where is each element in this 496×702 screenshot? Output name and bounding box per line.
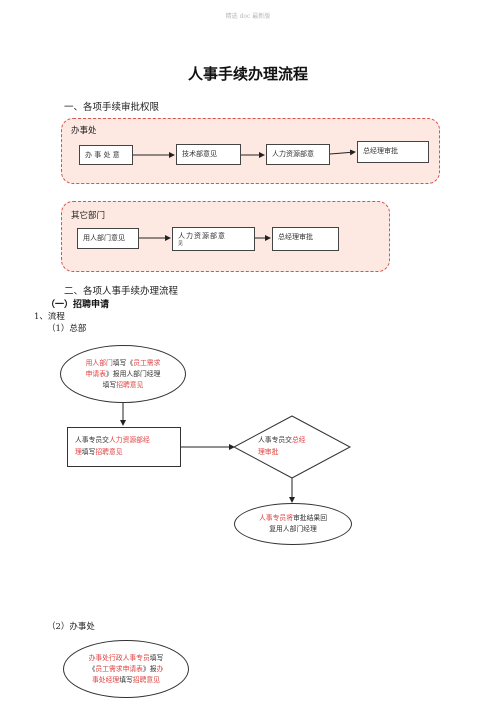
flow1-oval-form: 员工需求: [133, 358, 161, 367]
flow1-oval-form2: 申请表: [85, 369, 106, 378]
case-office: （2）办事处: [47, 622, 95, 632]
office-step-4: 总经理审批: [357, 141, 429, 163]
group-other-label: 其它部门: [71, 211, 106, 221]
flow1-box-a: 人事专员交: [75, 436, 109, 444]
flow2-oval-f: 办: [156, 664, 164, 673]
flow1-start-oval: 用人部门填写《员工需求 申请表》报用人部门经理 填写招聘意见: [60, 345, 186, 403]
flow1-box-c: 理: [75, 448, 82, 456]
office-step-3: 人力资源部意: [266, 144, 330, 165]
flow1-box-b: 人力资源部经: [108, 436, 150, 444]
flow1-end-a: 人事专员将: [259, 514, 293, 522]
flow1-end-b: 审批结果: [293, 514, 321, 522]
flow1-end-text: 人事专员将审批结果回 复用人部门经理: [259, 513, 327, 535]
group-office-label: 办事处: [71, 126, 97, 136]
flow2-start-text: 办事处行政人事专员填写 《员工需求申请表》报办 事处经理填写招聘意见: [89, 653, 164, 686]
flow1-end-d: 复用人部门经理: [269, 525, 317, 533]
other-step-2-line1: 人力资源部意: [178, 232, 226, 240]
flow1-oval-opinion: 招聘意见: [116, 380, 144, 389]
flow2-oval-i: 招聘意见: [132, 675, 160, 684]
flow1-dia-a: 人事专员交: [258, 436, 292, 444]
section1-heading: 一、各项手续审批权限: [64, 102, 160, 113]
flow1-oval-fill: 填写《: [112, 358, 134, 367]
flow1-oval-dept: 用人部门: [85, 358, 113, 367]
flow1-decision-diamond: [232, 415, 352, 479]
other-step-2: 人力资源部意 见: [172, 227, 255, 251]
flow1-end-oval: 人事专员将审批结果回 复用人部门经理: [234, 503, 352, 545]
flow2-oval-b: 填写: [149, 653, 164, 662]
flow2-oval-a: 办事处行政人事专员: [88, 653, 150, 662]
office-step-1: 办 事 处 意: [79, 145, 133, 165]
flow1-decision-text: 人事专员交总经 理审批: [258, 434, 328, 458]
section2-heading: 二、各项人事手续办理流程: [64, 286, 179, 297]
other-step-1: 用人部门意见: [77, 228, 139, 249]
flow1-hr-box: 人事专员交人力资源部经 理填写招聘意见: [67, 427, 181, 467]
flow2-oval-h: 填写: [119, 675, 133, 684]
flow1-dia-c: 理审批: [258, 448, 279, 456]
flow2-oval-c: 《: [88, 664, 96, 673]
office-arrow-3: [329, 149, 356, 156]
flow2-oval-d: 员工需求申请表: [95, 664, 143, 673]
flow1-oval-fill2: 填写: [102, 380, 117, 389]
other-step-2-line2: 见: [178, 241, 184, 247]
flow2-oval-e: 》报: [142, 664, 157, 673]
flow2-start-oval: 办事处行政人事专员填写 《员工需求申请表》报办 事处经理填写招聘意见: [63, 640, 189, 698]
flow1-box-d: 填写: [81, 448, 96, 456]
office-step-2: 技术部意见: [176, 144, 241, 165]
item-process: 1、流程: [34, 312, 65, 322]
flow1-oval-report: 》报用人部门经理: [106, 369, 161, 378]
subsection-recruit: （一）招聘申请: [46, 300, 110, 310]
document-title: 人事手续办理流程: [187, 65, 308, 83]
case-headquarters: （1）总部: [47, 324, 87, 334]
flow1-end-c: 回: [320, 514, 327, 522]
document-watermark: 精选 doc 最新版: [225, 13, 271, 20]
flow1-dia-b: 总经: [291, 436, 306, 444]
flow2-oval-g: 事处经理: [92, 675, 120, 684]
flow1-start-text: 用人部门填写《员工需求 申请表》报用人部门经理 填写招聘意见: [86, 358, 161, 391]
other-step-3: 总经理审批: [272, 227, 339, 251]
flow1-box-e: 招聘意见: [95, 448, 123, 456]
